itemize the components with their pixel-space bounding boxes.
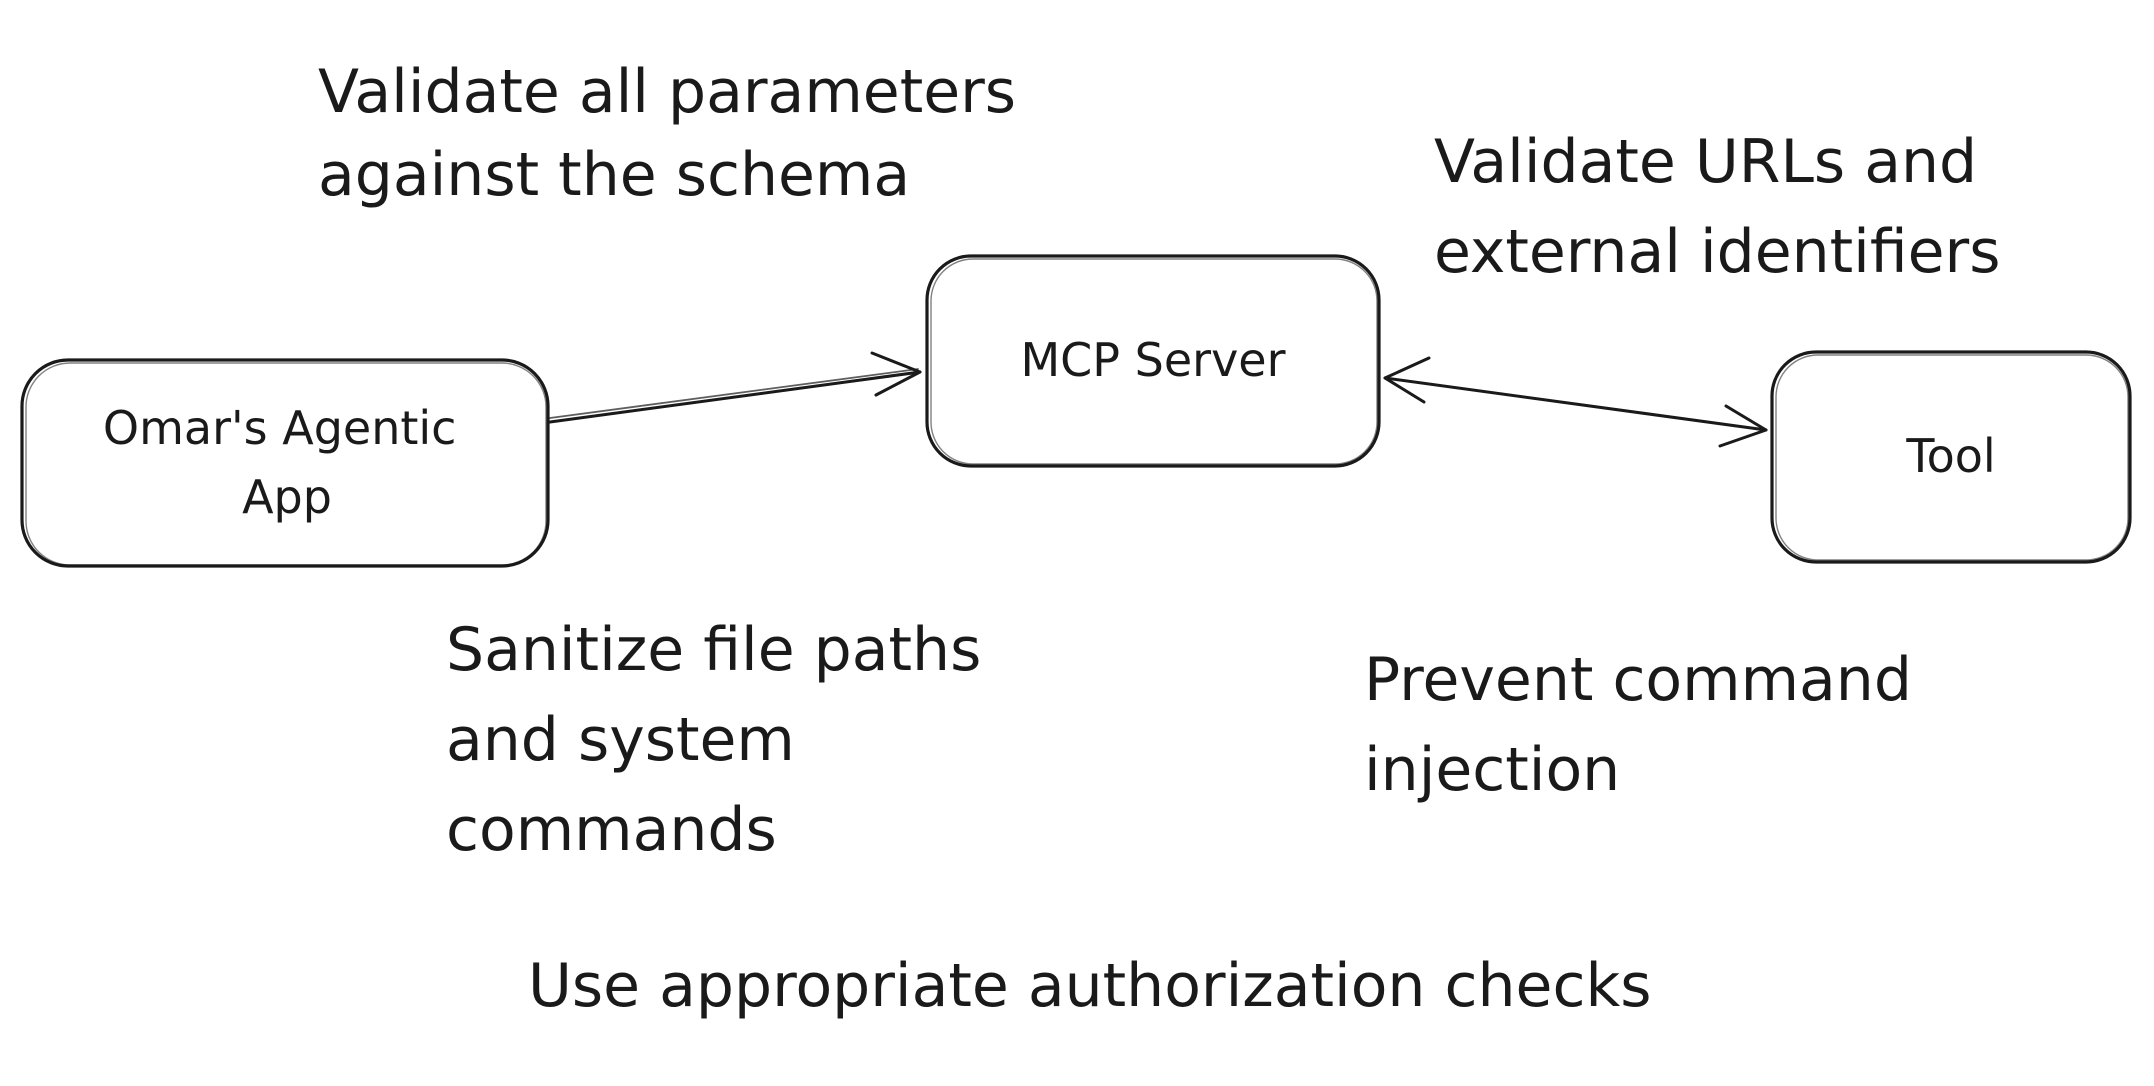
note-authorization-line-1: Use appropriate authorization checks bbox=[528, 951, 1651, 1021]
note-validate-urls: Validate URLs and external identifiers bbox=[1434, 127, 2000, 287]
node-tool[interactable]: Tool bbox=[1770, 350, 2132, 564]
note-validate-parameters: Validate all parameters against the sche… bbox=[318, 57, 1035, 210]
note-sanitize-paths: Sanitize file paths and system commands bbox=[446, 615, 1000, 865]
note-prevent-injection-line-1: Prevent command bbox=[1364, 645, 1912, 715]
edge-server-tool-arrowhead-end bbox=[1718, 404, 1768, 448]
note-validate-urls-line-2: external identifiers bbox=[1434, 217, 2000, 287]
node-mcp-server[interactable]: MCP Server bbox=[925, 254, 1381, 468]
node-agentic-app-label-line-2: App bbox=[242, 470, 332, 524]
edge-app-to-server bbox=[548, 351, 922, 424]
note-sanitize-paths-line-3: commands bbox=[446, 795, 777, 865]
node-tool-label: Tool bbox=[1905, 429, 1995, 483]
node-agentic-app-label: Omar's Agentic App bbox=[103, 401, 471, 524]
node-tool-sketch bbox=[1775, 354, 2129, 561]
note-validate-parameters-line-1: Validate all parameters bbox=[318, 57, 1016, 127]
edge-server-tool-arrowhead-start bbox=[1383, 356, 1431, 404]
edge-server-tool-line bbox=[1383, 376, 1768, 432]
edge-server-tool bbox=[1383, 356, 1768, 448]
node-tool-label-line-1: Tool bbox=[1905, 429, 1995, 483]
node-mcp-server-sketch bbox=[930, 258, 1378, 465]
edge-app-to-server-line-sketch bbox=[549, 368, 919, 419]
note-prevent-injection-line-2: injection bbox=[1364, 735, 1620, 805]
edge-app-to-server-line bbox=[548, 370, 922, 424]
node-mcp-server-label: MCP Server bbox=[1020, 333, 1285, 387]
node-agentic-app-label-line-1: Omar's Agentic bbox=[103, 401, 457, 455]
node-mcp-server-label-line-1: MCP Server bbox=[1020, 333, 1285, 387]
node-agentic-app-sketch bbox=[25, 362, 547, 566]
note-sanitize-paths-line-1: Sanitize file paths bbox=[446, 615, 981, 685]
note-validate-urls-line-1: Validate URLs and bbox=[1434, 127, 1977, 197]
node-agentic-app[interactable]: Omar's Agentic App bbox=[20, 358, 550, 568]
node-tool-box bbox=[1770, 350, 2132, 564]
node-agentic-app-box bbox=[20, 358, 550, 568]
note-sanitize-paths-line-2: and system bbox=[446, 705, 795, 775]
edge-app-to-server-arrowhead bbox=[870, 351, 922, 397]
note-validate-parameters-line-2: against the schema bbox=[318, 140, 910, 210]
note-prevent-injection: Prevent command injection bbox=[1364, 645, 1931, 805]
node-mcp-server-box bbox=[925, 254, 1381, 468]
note-authorization: Use appropriate authorization checks bbox=[528, 951, 1651, 1021]
